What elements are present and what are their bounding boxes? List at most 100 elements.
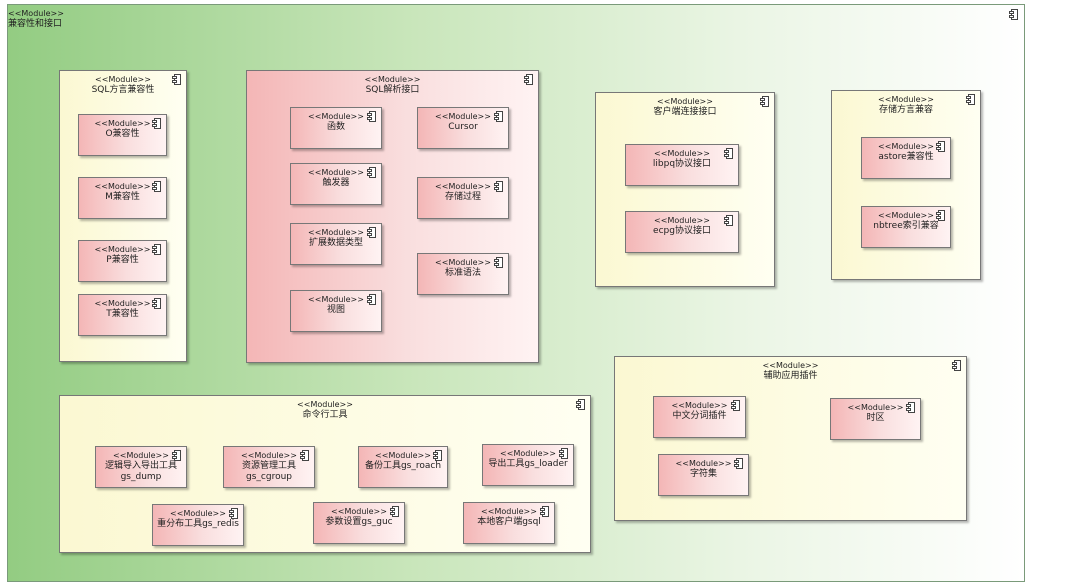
module-title: 客户端连接接口 xyxy=(653,107,717,117)
module-stereotype: <<Module>> xyxy=(308,112,364,121)
module-title: 字符集 xyxy=(689,469,717,479)
module-title-line2: gs_cgroup xyxy=(246,472,292,482)
module-stereotype: <<Module>> xyxy=(375,451,431,460)
module-title: Cursor xyxy=(448,122,478,132)
component-icon xyxy=(760,96,769,107)
module-stereotype: <<Module>> xyxy=(170,509,226,518)
module-stereotype: <<Module>> xyxy=(500,449,556,458)
module-stereotype: <<Module>> xyxy=(435,258,491,267)
module-title: nbtree索引兼容 xyxy=(873,221,939,231)
component-icon xyxy=(540,506,549,517)
module-stereotype: <<Module>> xyxy=(654,216,710,225)
module-title: SQL方言兼容性 xyxy=(91,85,155,95)
component-icon xyxy=(734,458,743,469)
module-stereotype: <<Module>> xyxy=(331,507,387,516)
module-title: T兼容性 xyxy=(106,309,139,319)
component-icon xyxy=(367,111,376,122)
module-p-compat[interactable]: <<Module>> P兼容性 xyxy=(78,240,167,282)
module-t-compat[interactable]: <<Module>> T兼容性 xyxy=(78,294,167,336)
module-title: 存储过程 xyxy=(444,192,481,202)
module-title: 时区 xyxy=(866,413,885,423)
module-stereotype: <<Module>> xyxy=(94,119,151,128)
module-gs-redis[interactable]: <<Module>> 重分布工具gs_redis xyxy=(152,504,244,546)
component-icon xyxy=(152,118,161,129)
module-title: 函数 xyxy=(326,122,345,132)
module-stereotype: <<Module>> xyxy=(657,97,713,106)
component-icon xyxy=(966,94,975,105)
component-icon xyxy=(952,360,961,371)
module-stereotype: <<Module>> xyxy=(878,95,934,104)
module-stereotype: <<Module>> xyxy=(94,182,151,191)
component-icon xyxy=(1009,9,1018,20)
module-stereotype: <<Module>> xyxy=(308,168,364,177)
module-stereotype: <<Module>> xyxy=(654,149,710,158)
module-charset[interactable]: <<Module>> 字符集 xyxy=(658,454,749,496)
module-gs-cgroup[interactable]: <<Module>> 资源管理工具 gs_cgroup xyxy=(223,446,315,488)
module-libpq[interactable]: <<Module>> libpq协议接口 xyxy=(625,144,739,186)
module-title: P兼容性 xyxy=(106,255,139,265)
module-title: 重分布工具gs_redis xyxy=(157,519,239,529)
component-icon xyxy=(936,210,945,221)
module-stereotype: <<Module>> xyxy=(435,112,491,121)
module-title: 标准语法 xyxy=(444,268,481,278)
module-gs-roach[interactable]: <<Module>> 备份工具gs_roach xyxy=(358,446,448,488)
module-stereotype: <<Module>> xyxy=(481,507,537,516)
module-cursor[interactable]: <<Module>> Cursor xyxy=(417,107,509,149)
module-title: 中文分词插件 xyxy=(672,411,727,421)
component-icon xyxy=(936,141,945,152)
module-trigger[interactable]: <<Module>> 触发器 xyxy=(290,163,382,205)
module-gs-dump[interactable]: <<Module>> 逻辑导入导出工具 gs_dump xyxy=(95,446,187,488)
component-icon xyxy=(152,244,161,255)
component-icon xyxy=(152,181,161,192)
component-icon xyxy=(172,74,181,85)
module-ecpg[interactable]: <<Module>> ecpg协议接口 xyxy=(625,211,739,253)
module-title: M兼容性 xyxy=(105,192,140,202)
component-icon xyxy=(433,450,442,461)
module-title: O兼容性 xyxy=(105,129,140,139)
module-title: 本地客户端gsql xyxy=(477,517,541,527)
module-stereotype: <<Module>> xyxy=(675,459,732,468)
component-icon xyxy=(906,402,915,413)
module-title: 扩展数据类型 xyxy=(308,238,363,248)
module-astore[interactable]: <<Module>> astore兼容性 xyxy=(861,137,951,179)
module-m-compat[interactable]: <<Module>> M兼容性 xyxy=(78,177,167,219)
component-icon xyxy=(731,400,740,411)
module-function[interactable]: <<Module>> 函数 xyxy=(290,107,382,149)
module-title: 触发器 xyxy=(322,178,350,188)
component-icon xyxy=(300,450,309,461)
module-title: 备份工具gs_roach xyxy=(364,461,442,471)
module-title: 命令行工具 xyxy=(302,410,348,420)
module-title: 兼容性和接口 xyxy=(8,19,63,29)
module-stereotype: <<Module>> xyxy=(762,361,819,370)
module-title-line1: 逻辑导入导出工具 xyxy=(104,461,177,471)
component-icon xyxy=(229,508,238,519)
module-gs-loader[interactable]: <<Module>> 导出工具gs_loader xyxy=(482,444,574,486)
component-icon xyxy=(152,298,161,309)
module-stereotype: <<Module>> xyxy=(113,451,169,460)
module-nbtree[interactable]: <<Module>> nbtree索引兼容 xyxy=(861,206,951,248)
component-icon xyxy=(559,448,568,459)
module-gs-guc[interactable]: <<Module>> 参数设置gs_guc xyxy=(313,502,405,544)
module-timezone[interactable]: <<Module>> 时区 xyxy=(830,398,921,440)
module-extended-datatype[interactable]: <<Module>> 扩展数据类型 xyxy=(290,223,382,265)
module-view[interactable]: <<Module>> 视图 xyxy=(290,290,382,332)
module-stereotype: <<Module>> xyxy=(241,451,297,460)
module-stereotype: <<Module>> xyxy=(308,295,364,304)
module-storage-dialect[interactable]: <<Module>> 存储方言兼容 xyxy=(831,90,981,280)
module-title: 参数设置gs_guc xyxy=(325,517,393,527)
module-o-compat[interactable]: <<Module>> O兼容性 xyxy=(78,114,167,156)
module-stereotype: <<Module>> xyxy=(308,228,364,237)
module-client-connect[interactable]: <<Module>> 客户端连接接口 xyxy=(595,92,775,287)
module-title: 存储方言兼容 xyxy=(878,105,933,115)
module-title: 视图 xyxy=(326,305,345,315)
module-stereotype: <<Module>> xyxy=(95,75,151,84)
module-stored-procedure[interactable]: <<Module>> 存储过程 xyxy=(417,177,509,219)
module-chinese-tokenizer[interactable]: <<Module>> 中文分词插件 xyxy=(653,396,746,438)
component-icon xyxy=(367,167,376,178)
component-icon xyxy=(494,257,503,268)
module-standard-syntax[interactable]: <<Module>> 标准语法 xyxy=(417,253,509,295)
module-stereotype: <<Module>> xyxy=(94,245,151,254)
component-icon xyxy=(494,111,503,122)
module-gsql[interactable]: <<Module>> 本地客户端gsql xyxy=(463,502,555,544)
module-title-line2: gs_dump xyxy=(120,472,162,482)
